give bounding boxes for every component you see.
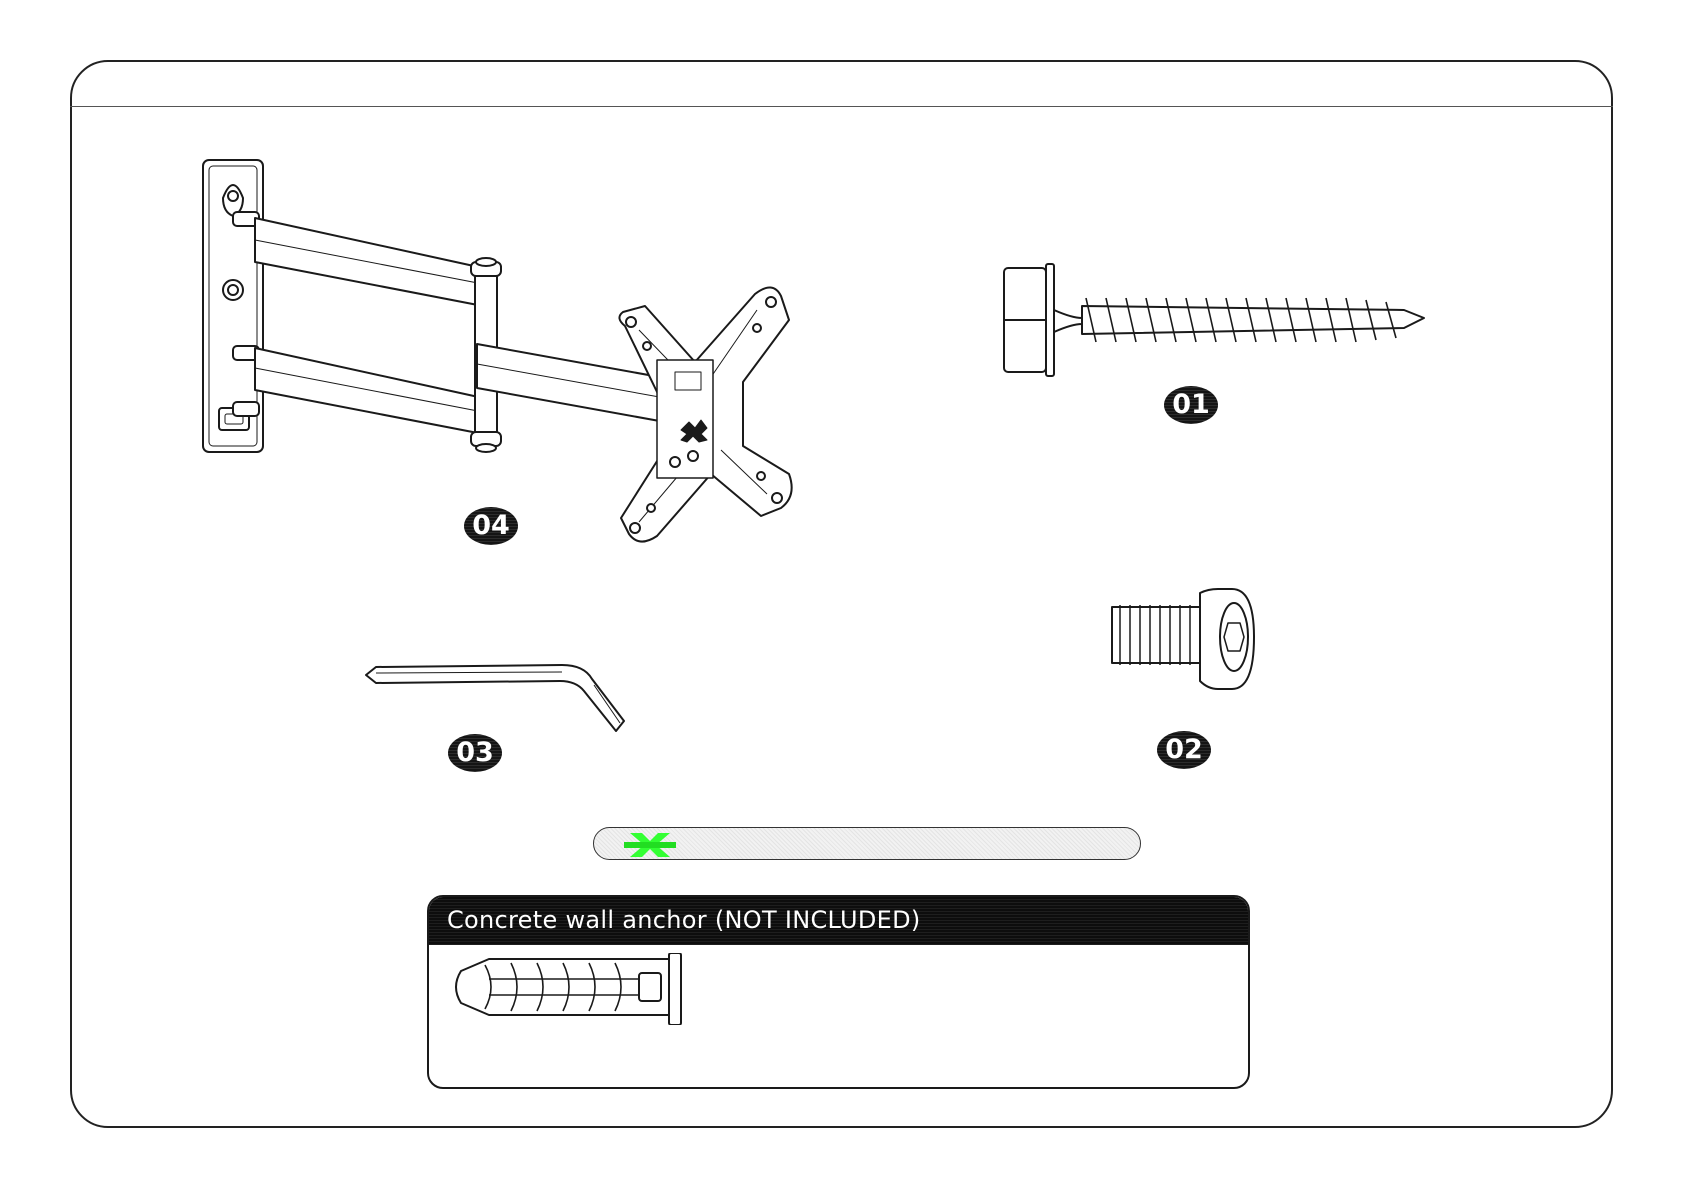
part-03-badge: 03 — [448, 734, 502, 772]
lag-screw-drawing — [1000, 262, 1430, 380]
brand-bar — [593, 827, 1141, 860]
part-01-badge: 01 — [1164, 386, 1218, 424]
anchor-title: Concrete wall anchor (NOT INCLUDED) — [447, 906, 921, 934]
part-02-badge: 02 — [1157, 731, 1211, 769]
socket-bolt-drawing — [1108, 585, 1258, 695]
anchor-box: Concrete wall anchor (NOT INCLUDED) — [427, 895, 1250, 1089]
allen-key-drawing — [362, 655, 630, 735]
wall-anchor-drawing — [449, 953, 689, 1025]
anchor-header: Concrete wall anchor (NOT INCLUDED) — [429, 897, 1248, 945]
header-rule — [70, 106, 1613, 107]
brand-logo-icon — [624, 831, 676, 859]
part-04-badge: 04 — [464, 507, 518, 545]
